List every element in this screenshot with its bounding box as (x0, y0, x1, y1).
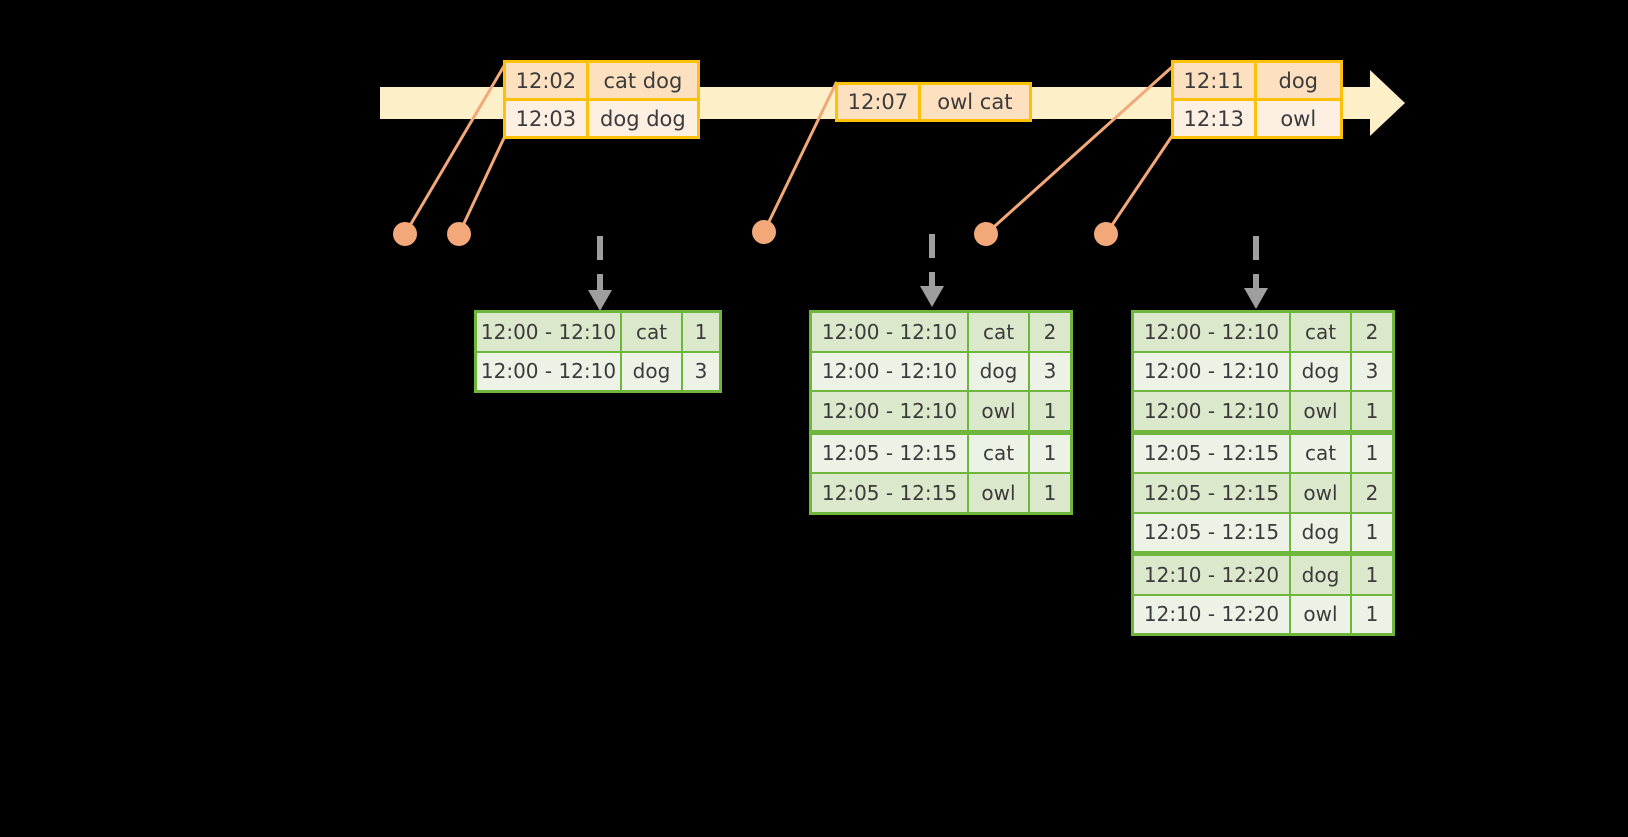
event-time: 12:02 (506, 63, 589, 98)
event-row[interactable]: 12:11 dog (1174, 63, 1340, 98)
cell-window: 12:00 - 12:10 (1134, 392, 1289, 430)
event-box-2[interactable]: 12:07 owl cat (835, 82, 1032, 122)
event-row[interactable]: 12:07 owl cat (838, 85, 1029, 119)
cell-count: 1 (1352, 556, 1392, 594)
cell-word: dog (1291, 513, 1350, 551)
event-time: 12:11 (1174, 63, 1257, 98)
cell-count: 2 (1352, 474, 1392, 512)
cell-word: owl (969, 474, 1028, 512)
connector-line-3 (762, 81, 838, 234)
trigger-arrow-1 (588, 236, 612, 311)
cell-window: 12:10 - 12:20 (1134, 595, 1289, 633)
event-marker-5 (1094, 222, 1118, 246)
cell-word: cat (622, 313, 681, 351)
cell-window: 12:00 - 12:10 (477, 352, 620, 390)
trigger-arrow-3 (1244, 236, 1268, 309)
cell-window: 12:05 - 12:15 (1134, 474, 1289, 512)
cell-window: 12:00 - 12:10 (1134, 313, 1289, 351)
event-value: dog dog (588, 101, 697, 136)
cell-count: 1 (1352, 392, 1392, 430)
trigger-arrow-2 (920, 234, 944, 307)
event-row[interactable]: 12:03 dog dog (506, 98, 697, 136)
trigger-arrows (588, 234, 1268, 311)
cell-window: 12:05 - 12:15 (1134, 434, 1289, 472)
event-value: owl cat (920, 85, 1029, 119)
cell-word: dog (622, 352, 681, 390)
event-time: 12:03 (506, 101, 589, 136)
cell-count: 2 (1352, 313, 1392, 351)
event-markers (393, 220, 1118, 246)
event-value: cat dog (588, 63, 697, 98)
cell-window: 12:05 - 12:15 (812, 434, 967, 472)
cell-window: 12:00 - 12:10 (477, 313, 620, 351)
connector-line-2 (457, 136, 506, 236)
cell-count: 1 (1030, 434, 1070, 472)
event-box-3[interactable]: 12:11 dog 12:13 owl (1171, 60, 1343, 139)
cell-count: 3 (683, 352, 719, 390)
connector-line-1 (403, 64, 506, 236)
cell-word: cat (1291, 313, 1350, 351)
cell-count: 1 (1030, 392, 1070, 430)
event-time: 12:07 (838, 85, 921, 119)
cell-window: 12:00 - 12:10 (812, 392, 967, 430)
cell-window: 12:05 - 12:15 (812, 474, 967, 512)
cell-count: 3 (1352, 352, 1392, 390)
event-marker-2 (447, 222, 471, 246)
cell-word: dog (969, 352, 1028, 390)
cell-window: 12:05 - 12:15 (1134, 513, 1289, 551)
cell-word: owl (969, 392, 1028, 430)
event-value: owl (1256, 101, 1340, 136)
cell-count: 1 (1030, 474, 1070, 512)
cell-word: owl (1291, 392, 1350, 430)
cell-window: 12:00 - 12:10 (812, 352, 967, 390)
cell-word: dog (1291, 352, 1350, 390)
cell-word: owl (1291, 474, 1350, 512)
event-row[interactable]: 12:13 owl (1174, 98, 1340, 136)
cell-count: 2 (1030, 313, 1070, 351)
cell-word: cat (969, 434, 1028, 472)
event-marker-1 (393, 222, 417, 246)
cell-count: 1 (1352, 434, 1392, 472)
event-marker-4 (974, 222, 998, 246)
cell-count: 1 (1352, 513, 1392, 551)
cell-count: 1 (1352, 595, 1392, 633)
event-time: 12:13 (1174, 101, 1257, 136)
cell-word: dog (1291, 556, 1350, 594)
event-row[interactable]: 12:02 cat dog (506, 63, 697, 98)
event-value: dog (1256, 63, 1340, 98)
cell-count: 3 (1030, 352, 1070, 390)
cell-word: owl (1291, 595, 1350, 633)
connector-line-5 (1104, 134, 1174, 236)
cell-word: cat (1291, 434, 1350, 472)
cell-word: cat (969, 313, 1028, 351)
cell-window: 12:10 - 12:20 (1134, 556, 1289, 594)
cell-count: 1 (683, 313, 719, 351)
event-box-1[interactable]: 12:02 cat dog 12:03 dog dog (503, 60, 700, 139)
cell-window: 12:00 - 12:10 (812, 313, 967, 351)
event-marker-3 (752, 220, 776, 244)
cell-window: 12:00 - 12:10 (1134, 352, 1289, 390)
